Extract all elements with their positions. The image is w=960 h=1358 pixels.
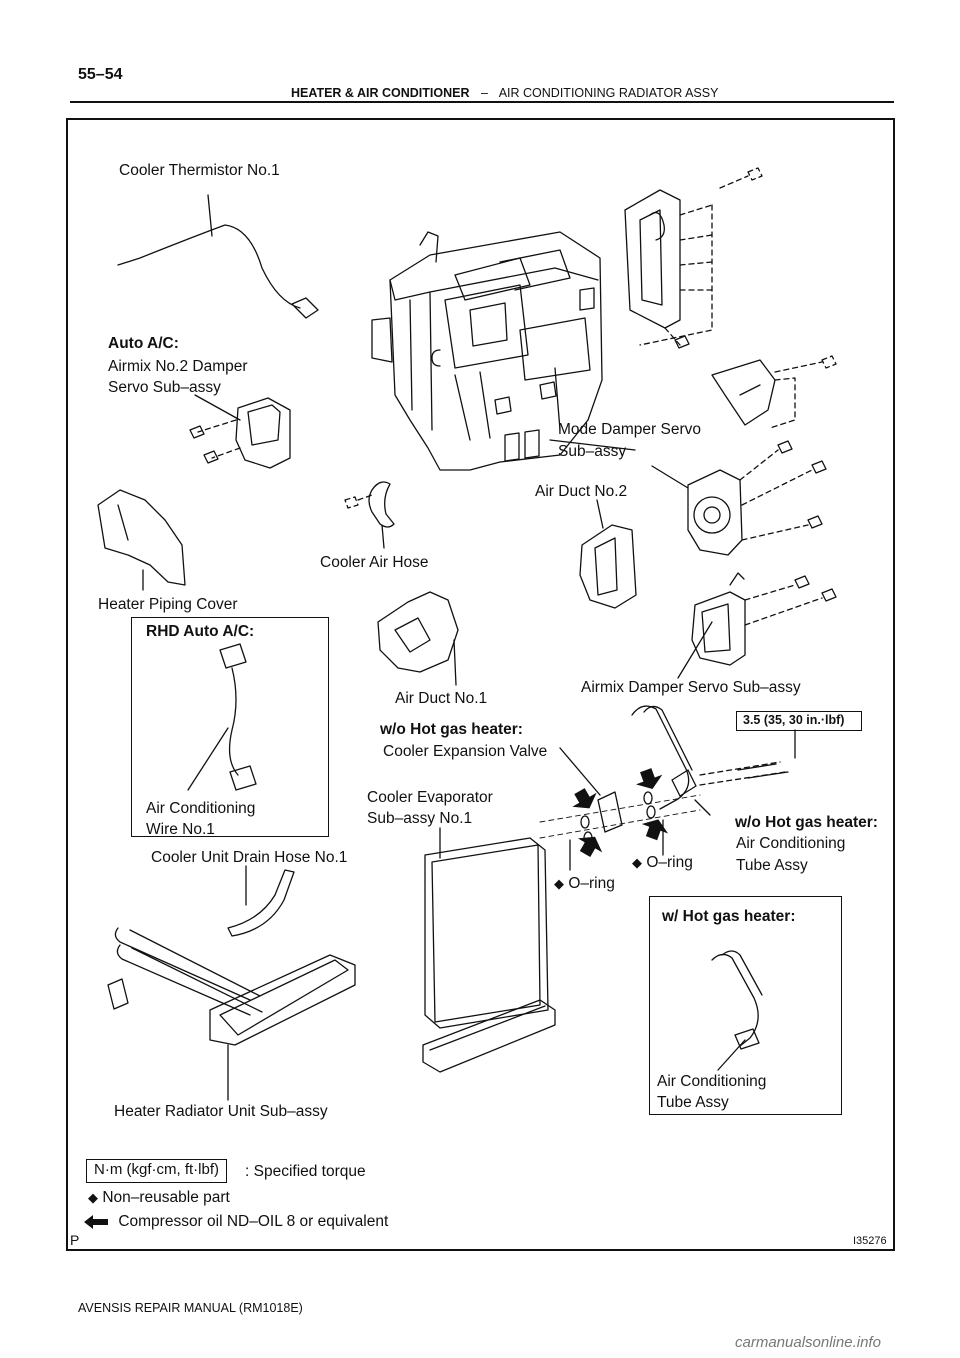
section-separator: –	[480, 86, 488, 100]
airmix-damper-servo-part	[691, 572, 837, 666]
oil-arrow-icon	[84, 1214, 108, 1229]
legend-non-reusable: ◆ Non–reusable part	[88, 1187, 230, 1208]
ac-tube-part	[631, 705, 796, 816]
label-airmix-no2-line2: Servo Sub–assy	[108, 379, 221, 396]
label-heater-piping-cover: Heater Piping Cover	[98, 596, 238, 613]
label-airmix-damper-servo: Airmix Damper Servo Sub–assy	[581, 679, 801, 696]
rhd-auto-ac-box	[131, 617, 329, 837]
figure-corner-mark: P	[70, 1232, 80, 1248]
page-number: 55–54	[78, 66, 123, 83]
subsection-title: AIR CONDITIONING RADIATOR ASSY	[498, 86, 719, 100]
label-rhd-auto-ac: RHD Auto A/C:	[146, 623, 255, 640]
mode-cover-top	[624, 167, 763, 349]
label-ac-wire-line1: Air Conditioning	[146, 800, 256, 817]
label-ac-tube-line1: Air Conditioning	[736, 835, 846, 852]
heater-radiator-part	[107, 927, 356, 1101]
label-air-duct-1: Air Duct No.1	[395, 690, 488, 707]
legend-compressor-oil: Compressor oil ND–OIL 8 or equivalent	[84, 1211, 388, 1232]
label-auto-ac: Auto A/C:	[108, 335, 179, 352]
label-ac-wire-line2: Wire No.1	[146, 821, 215, 838]
label-mode-damper-line2: Sub–assy	[558, 443, 627, 460]
heater-unit-case	[371, 231, 603, 471]
header-section: HEATER & AIR CONDITIONER – AIR CONDITION…	[291, 86, 718, 100]
evaporator-tray-part	[422, 999, 556, 1073]
footer-manual: AVENSIS REPAIR MANUAL (RM1018E)	[78, 1301, 303, 1315]
cooler-evaporator-part	[424, 827, 549, 1029]
figure-id: I35276	[853, 1235, 887, 1247]
w-hot-gas-heater-box	[649, 896, 842, 1115]
cooler-air-hose-part	[344, 481, 395, 549]
label-air-duct-2: Air Duct No.2	[535, 483, 628, 500]
hot-gas-tube-part	[711, 950, 763, 1071]
label-ac-tube-line2: Tube Assy	[736, 857, 808, 874]
label-cooler-air-hose: Cooler Air Hose	[320, 554, 429, 571]
label-heater-radiator: Heater Radiator Unit Sub–assy	[114, 1103, 328, 1120]
label-cooler-expansion-valve: Cooler Expansion Valve	[383, 743, 548, 760]
label-oring-1-text: O–ring	[568, 875, 615, 892]
heater-piping-cover-part	[97, 489, 186, 591]
damper-shell-cover	[711, 355, 837, 429]
airmix-no2-servo-part	[189, 394, 291, 469]
section-title: HEATER & AIR CONDITIONER	[291, 86, 470, 100]
label-cooler-evap-line2: Sub–assy No.1	[367, 810, 473, 827]
diamond-icon: ◆	[632, 855, 642, 870]
legend-compressor-oil-text: Compressor oil ND–OIL 8 or equivalent	[118, 1213, 389, 1230]
oil-arrows	[572, 768, 669, 858]
drain-hose-part	[227, 865, 295, 937]
header-rule	[70, 101, 894, 103]
label-oring-2-text: O–ring	[646, 854, 693, 871]
torque-value-box: 3.5 (35, 30 in.·lbf)	[736, 711, 862, 731]
legend-torque-box: N·m (kgf·cm, ft·lbf)	[86, 1159, 227, 1183]
label-cooler-evap-line1: Cooler Evaporator	[367, 789, 493, 806]
figure-frame	[66, 118, 895, 1251]
label-ac-tube2-line2: Tube Assy	[657, 1094, 729, 1111]
label-oring-2: ◆ O–ring	[632, 852, 693, 873]
label-ac-tube2-line1: Air Conditioning	[657, 1073, 767, 1090]
mode-damper-servo-part	[687, 440, 827, 556]
expansion-valve-part	[559, 747, 623, 833]
air-duct-no1-part	[377, 591, 459, 686]
ac-wire-no1-part	[187, 643, 257, 791]
label-cooler-thermistor: Cooler Thermistor No.1	[119, 162, 280, 179]
label-wo-hot-gas-2: w/o Hot gas heater:	[735, 814, 878, 831]
cooler-thermistor-part	[117, 194, 319, 319]
legend-non-reusable-text: Non–reusable part	[102, 1189, 230, 1206]
diamond-icon: ◆	[88, 1190, 98, 1205]
legend-torque-desc: : Specified torque	[245, 1163, 366, 1180]
air-duct-no2-part	[579, 499, 637, 609]
diamond-icon: ◆	[554, 876, 564, 891]
label-mode-damper-line1: Mode Damper Servo	[558, 421, 702, 438]
label-cooler-drain-hose: Cooler Unit Drain Hose No.1	[151, 849, 348, 866]
label-w-hot-gas: w/ Hot gas heater:	[662, 908, 796, 925]
label-airmix-no2-line1: Airmix No.2 Damper	[108, 358, 248, 375]
footer-watermark: carmanualsonline.info	[735, 1334, 881, 1351]
label-wo-hot-gas-1: w/o Hot gas heater:	[380, 721, 523, 738]
label-oring-1: ◆ O–ring	[554, 873, 615, 894]
